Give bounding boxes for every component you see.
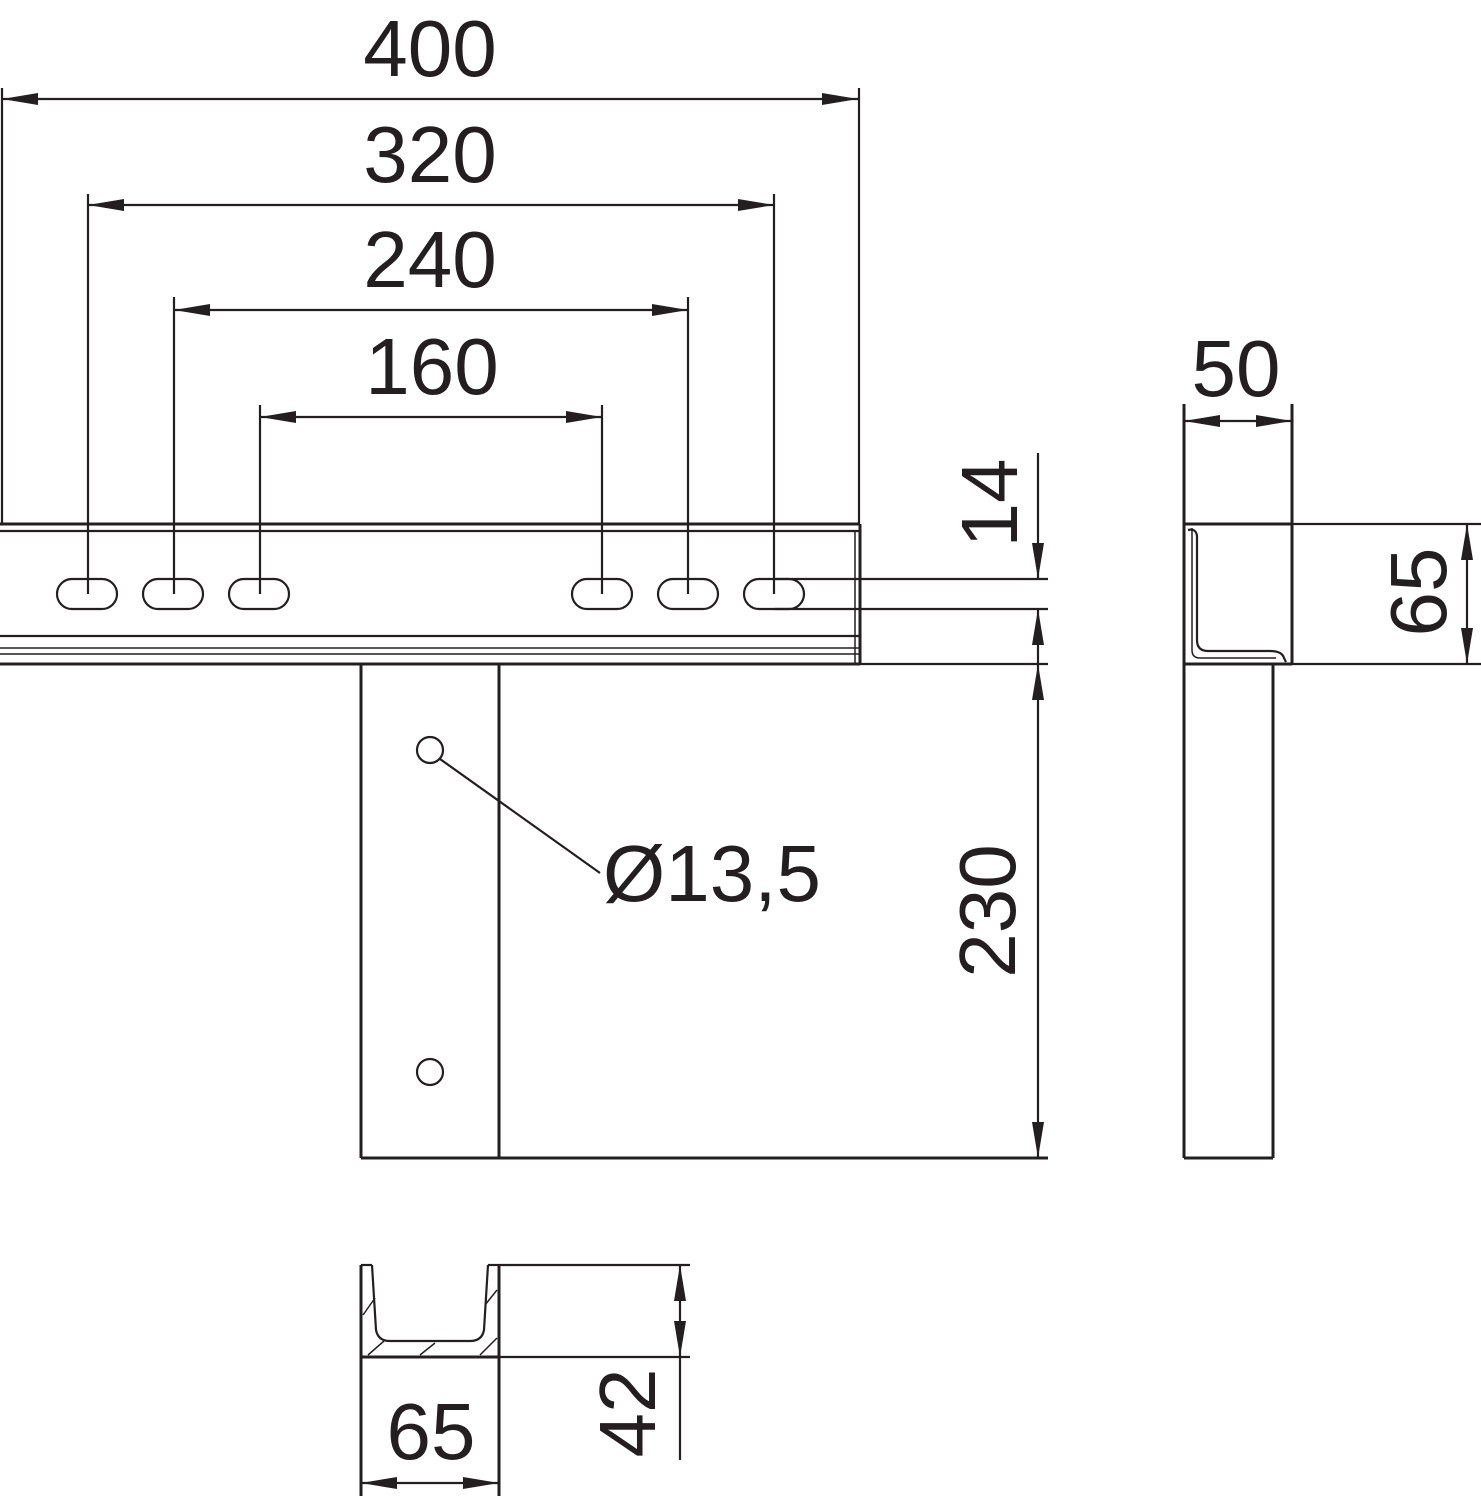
dimension-label-42: 42 bbox=[583, 1369, 672, 1458]
rail-slots bbox=[55, 577, 806, 611]
dimension-label-240: 240 bbox=[363, 215, 496, 304]
dimension-label-400: 400 bbox=[363, 4, 496, 93]
mounting-hole bbox=[415, 1057, 445, 1087]
hole-leader-line bbox=[439, 758, 601, 874]
dimension-label-65-bottom: 65 bbox=[387, 1387, 476, 1476]
dimension-label-320: 320 bbox=[363, 110, 496, 199]
rail-front-view bbox=[0, 522, 862, 666]
side-view bbox=[1182, 404, 1481, 1160]
dimension-lines-horizontal bbox=[0, 88, 861, 594]
dimension-lines-vertical bbox=[774, 453, 1048, 1158]
dimension-label-65-side: 65 bbox=[1374, 548, 1463, 637]
mounting-hole bbox=[415, 735, 445, 765]
section-view bbox=[359, 1263, 690, 1496]
dimension-label-160: 160 bbox=[365, 322, 498, 411]
dimension-label-230: 230 bbox=[943, 844, 1032, 977]
dimension-label-50: 50 bbox=[1192, 324, 1281, 413]
dimension-label-14: 14 bbox=[945, 459, 1034, 548]
wall-plate-front-view bbox=[359, 664, 1048, 1160]
hole-diameter-label: Ø13,5 bbox=[603, 829, 821, 918]
